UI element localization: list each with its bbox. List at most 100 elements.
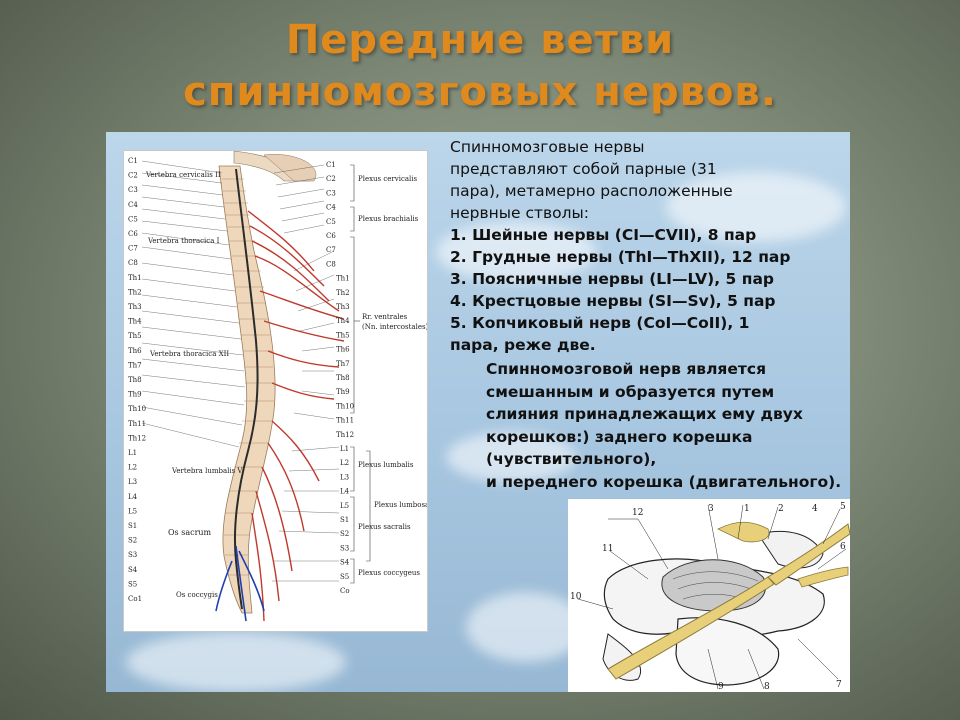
spine-label-left: Th5 [128, 332, 142, 340]
spine-label-right: Th11 [336, 417, 354, 425]
spine-label-left: S1 [128, 522, 137, 530]
slide-title: Передние ветви спинномозговых нервов. [0, 14, 960, 118]
spine-label-right: C6 [326, 232, 336, 240]
spinal-nerve-note: Спинномозговой нерв является смешанным и… [486, 360, 842, 491]
spine-label-right: C7 [326, 246, 336, 254]
label-plexus-cervicalis: Plexus cervicalis [358, 175, 418, 183]
spine-label-right: L4 [340, 488, 350, 496]
spine-label-left: Th6 [128, 347, 142, 355]
spine-label-right: L5 [340, 502, 349, 510]
spine-label-right: C5 [326, 218, 336, 226]
intro-text: Спинномозговые нервы представляют собой … [450, 138, 733, 222]
spine-label-left: L5 [128, 507, 137, 515]
figure-number-8: 8 [764, 682, 770, 692]
label-os-coccygis: Os coccygis [176, 591, 218, 599]
spine-label-right: C2 [326, 175, 336, 183]
cloud-decoration [666, 172, 846, 242]
spine-label-right: C3 [326, 189, 336, 197]
label-rr-ventrales: Rr. ventrales [362, 313, 408, 321]
list-item-cervical: 1. Шейные нервы (CI—CVII), 8 пар [450, 226, 757, 244]
spine-label-right: Th8 [336, 374, 350, 382]
spine-label-left: Th9 [128, 391, 142, 399]
figure-number-5: 5 [840, 502, 846, 512]
spine-label-left: Th3 [128, 303, 142, 311]
spine-label-left: L3 [128, 478, 137, 486]
figure-number-10: 10 [570, 592, 582, 602]
spine-label-right: L3 [340, 473, 349, 481]
list-item-coccygeal: 5. Копчиковый нерв (CoI—CoII), 1 [450, 314, 750, 332]
figure-number-11: 11 [602, 544, 613, 554]
spine-label-left: S3 [128, 551, 137, 559]
label-os-sacrum: Os sacrum [168, 528, 212, 537]
cloud-decoration [126, 632, 346, 692]
spinal-nerve-cross-section-illustration: 1 2 3 4 5 6 7 8 9 10 11 12 [568, 499, 850, 692]
label-plexus-lumbalis: Plexus lumbalis [358, 461, 414, 469]
spine-label-right: Th3 [336, 303, 350, 311]
figure-number-3: 3 [708, 504, 714, 514]
spine-label-right: L2 [340, 459, 349, 467]
spine-label-left: C7 [128, 245, 138, 253]
spine-label-left: Th11 [128, 420, 146, 428]
spine-label-right: Th6 [336, 346, 350, 354]
spine-label-left: L4 [128, 493, 138, 501]
list-item-lumbar: 3. Поясничные нервы (LI—LV), 5 пар [450, 270, 774, 288]
figure-number-1: 1 [744, 504, 750, 514]
figure-number-9: 9 [718, 682, 724, 692]
spine-label-left: S2 [128, 537, 137, 545]
spine-label-right: Th1 [336, 275, 350, 283]
spine-label-right: S3 [340, 544, 349, 552]
spine-label-left: Th7 [128, 361, 142, 369]
spine-label-right: L1 [340, 445, 349, 453]
figure-number-12: 12 [632, 508, 643, 518]
spine-label-right: Th9 [336, 388, 350, 396]
figure-number-4: 4 [812, 504, 818, 514]
title-line-1: Передние ветви [285, 17, 675, 63]
spine-label-left: Th2 [128, 288, 142, 296]
spine-label-left: L2 [128, 464, 137, 472]
spine-label-left: C2 [128, 172, 138, 180]
label-plexus-brachialis: Plexus brachialis [358, 215, 419, 223]
cloud-decoration [466, 592, 586, 662]
spine-label-left: Th1 [128, 274, 142, 282]
spine-label-left: C4 [128, 201, 138, 209]
label-plexus-sacralis: Plexus sacralis [358, 523, 411, 531]
spine-drawing: C1C2C3C4C5C6C7C8Th1Th2Th3Th4Th5Th6Th7Th8… [128, 150, 449, 622]
spine-label-left: Th10 [128, 405, 146, 413]
figure-number-7: 7 [836, 680, 842, 690]
label-vertebra-lumbalis: Vertebra lumbalis V [171, 467, 243, 475]
spine-label-left: Co1 [128, 595, 142, 603]
spine-label-right: Th12 [336, 431, 354, 439]
figure-number-2: 2 [778, 504, 784, 514]
spine-label-right: C8 [326, 260, 336, 268]
spine-label-left: S5 [128, 580, 137, 588]
spine-label-right: S5 [340, 573, 349, 581]
cloud-decoration [436, 222, 596, 282]
spine-label-left: C8 [128, 259, 138, 267]
spine-label-right: Co [340, 587, 350, 595]
spine-label-right: S1 [340, 516, 349, 524]
spine-label-right: Th10 [336, 402, 354, 410]
spine-label-right: C4 [326, 204, 336, 212]
spine-label-left: C1 [128, 157, 138, 165]
cross-section-drawing: 1 2 3 4 5 6 7 8 9 10 11 12 [570, 502, 850, 692]
title-line-2: спинномозговых нервов. [183, 69, 777, 115]
spine-label-left: Th4 [128, 318, 142, 326]
spine-label-right: S2 [340, 530, 349, 538]
label-plexus-coccygeus: Plexus coccygeus [358, 569, 420, 577]
spine-label-right: Th2 [336, 289, 350, 297]
spine-label-right: C1 [326, 161, 336, 169]
spine-label-right: Th7 [336, 360, 350, 368]
spine-label-left: L1 [128, 449, 137, 457]
spine-label-right: Th5 [336, 331, 350, 339]
main-text: Спинномозговые нервы представляют собой … [450, 136, 820, 356]
label-nn-intercostales: (Nn. intercostales) [362, 323, 427, 331]
spine-label-left: Th8 [128, 376, 142, 384]
spine-label-left: C6 [128, 230, 138, 238]
list-item-thoracic: 2. Грудные нервы (ThI—ThXII), 12 пар [450, 248, 791, 266]
spine-label-right: Th4 [336, 317, 350, 325]
spine-label-left: Th12 [128, 434, 146, 442]
list-item-coccygeal-continued: пара, реже две. [450, 336, 596, 354]
spine-label-right: S4 [340, 559, 350, 567]
cloud-decoration [446, 432, 576, 482]
